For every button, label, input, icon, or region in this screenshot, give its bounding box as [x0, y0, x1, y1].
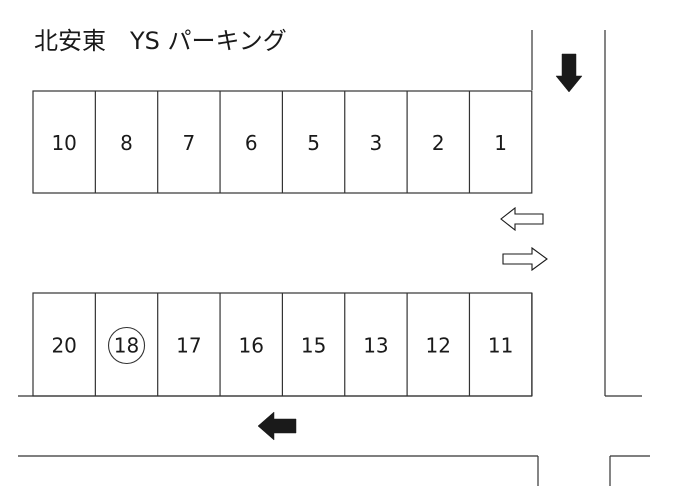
parking-space-7: 7 [183, 131, 196, 155]
parking-space-13: 13 [363, 334, 388, 358]
parking-space-number: 8 [120, 131, 133, 155]
parking-space-number: 2 [432, 131, 445, 155]
parking-space-number: 13 [363, 334, 388, 358]
parking-lot-boundary [18, 30, 650, 486]
parking-space-number: 18 [114, 334, 139, 358]
parking-space-20: 20 [51, 334, 76, 358]
parking-space-number: 15 [301, 334, 326, 358]
parking-space-6: 6 [245, 131, 258, 155]
parking-space-12: 12 [426, 334, 451, 358]
parking-space-16: 16 [238, 334, 263, 358]
parking-space-number: 10 [51, 131, 76, 155]
parking-space-18: 18 [107, 326, 146, 365]
parking-space-3: 3 [370, 131, 383, 155]
direction-arrows [257, 53, 583, 441]
parking-space-17: 17 [176, 334, 201, 358]
parking-space-number: 20 [51, 334, 76, 358]
parking-space-number: 11 [488, 334, 513, 358]
parking-space-11: 11 [488, 334, 513, 358]
down-arrow-icon [555, 53, 583, 93]
highlighted-space-circle [107, 326, 146, 365]
parking-space-number: 3 [370, 131, 383, 155]
page-title: 北安東 YS パーキング [34, 27, 287, 55]
road-left-arrow-icon [257, 411, 297, 441]
entrance-left-arrow-icon [500, 206, 544, 232]
parking-space-number: 6 [245, 131, 258, 155]
parking-space-number: 12 [426, 334, 451, 358]
parking-space-number: 5 [307, 131, 320, 155]
parking-space-8: 8 [120, 131, 133, 155]
top-row-spaces: 10 8 7 6 5 3 2 1 [32, 90, 533, 194]
parking-space-number: 16 [238, 334, 263, 358]
parking-space-5: 5 [307, 131, 320, 155]
entrance-right-arrow-icon [502, 246, 548, 272]
parking-space-number: 7 [183, 131, 196, 155]
parking-space-2: 2 [432, 131, 445, 155]
parking-space-15: 15 [301, 334, 326, 358]
parking-space-10: 10 [51, 131, 76, 155]
parking-space-1: 1 [494, 131, 507, 155]
bottom-row-spaces: 20 18 17 16 15 13 12 11 [32, 292, 533, 397]
parking-space-number: 1 [494, 131, 507, 155]
parking-space-number: 17 [176, 334, 201, 358]
